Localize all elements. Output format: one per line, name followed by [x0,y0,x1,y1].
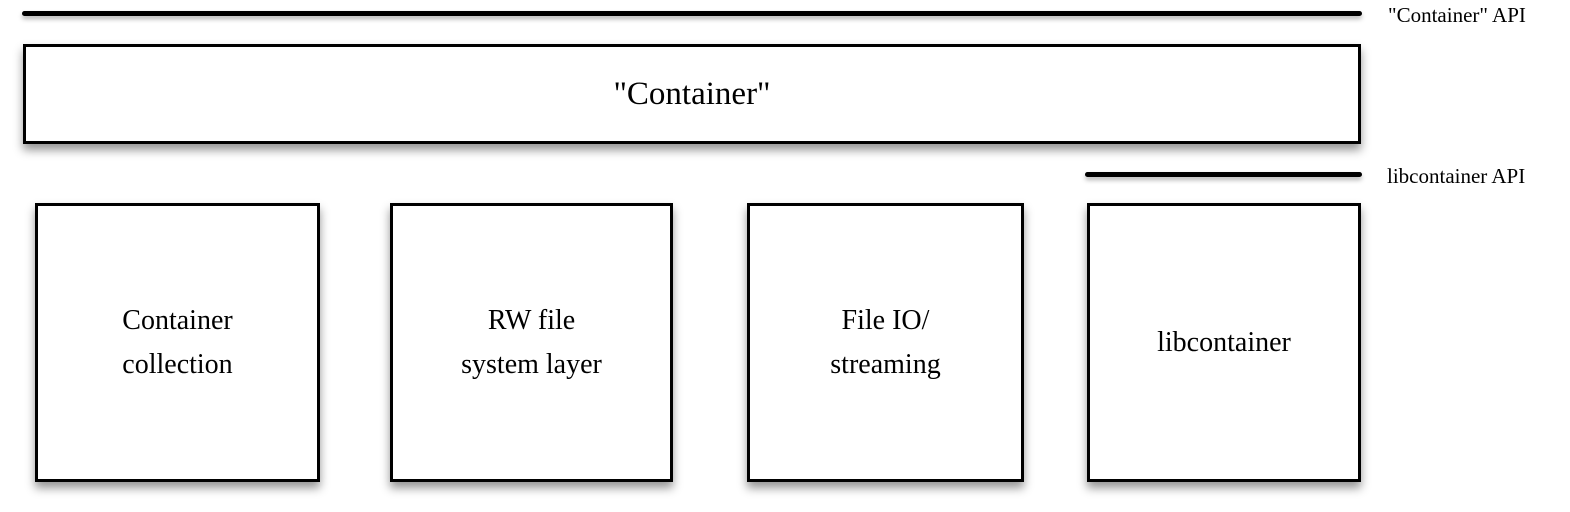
libcontainer-label: libcontainer [1157,326,1291,358]
container-collection-box: Container collection [35,203,320,482]
file-io-streaming-label: File IO/ streaming [830,305,941,380]
file-io-streaming-box: File IO/ streaming [747,203,1024,482]
rw-file-system-layer-box: RW file system layer [390,203,673,482]
container-collection-label: Container collection [122,305,233,380]
libcontainer-box: libcontainer [1087,203,1361,482]
libcontainer-api-label: libcontainer API [1387,164,1526,188]
container-api-label: "Container" API [1388,3,1526,27]
container-api-line [22,11,1362,16]
container-box-label: "Container" [613,75,771,112]
libcontainer-api-line [1085,172,1362,177]
container-box: "Container" [23,44,1361,144]
rw-file-system-layer-label: RW file system layer [461,305,602,380]
